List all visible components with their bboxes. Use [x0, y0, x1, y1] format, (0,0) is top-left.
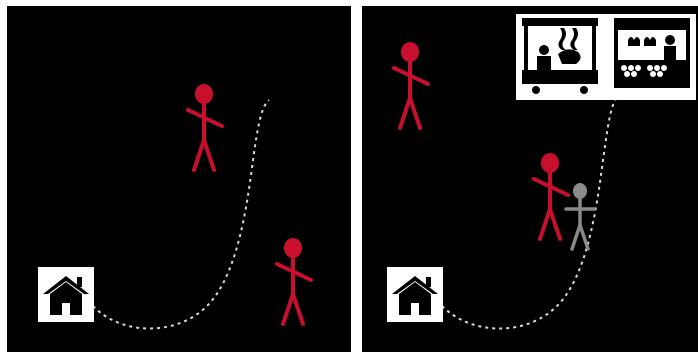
right-panel [362, 6, 698, 352]
person-figure [277, 238, 311, 324]
companion-figure [566, 183, 594, 249]
dotted-trail [442, 96, 618, 329]
house-icon [38, 267, 94, 322]
market-stalls-icon [516, 14, 696, 100]
dotted-trail [93, 100, 269, 329]
house-icon [387, 267, 443, 322]
person-figure [394, 42, 428, 128]
left-panel [7, 6, 351, 352]
person-figure [534, 153, 568, 239]
person-figure [188, 84, 222, 170]
